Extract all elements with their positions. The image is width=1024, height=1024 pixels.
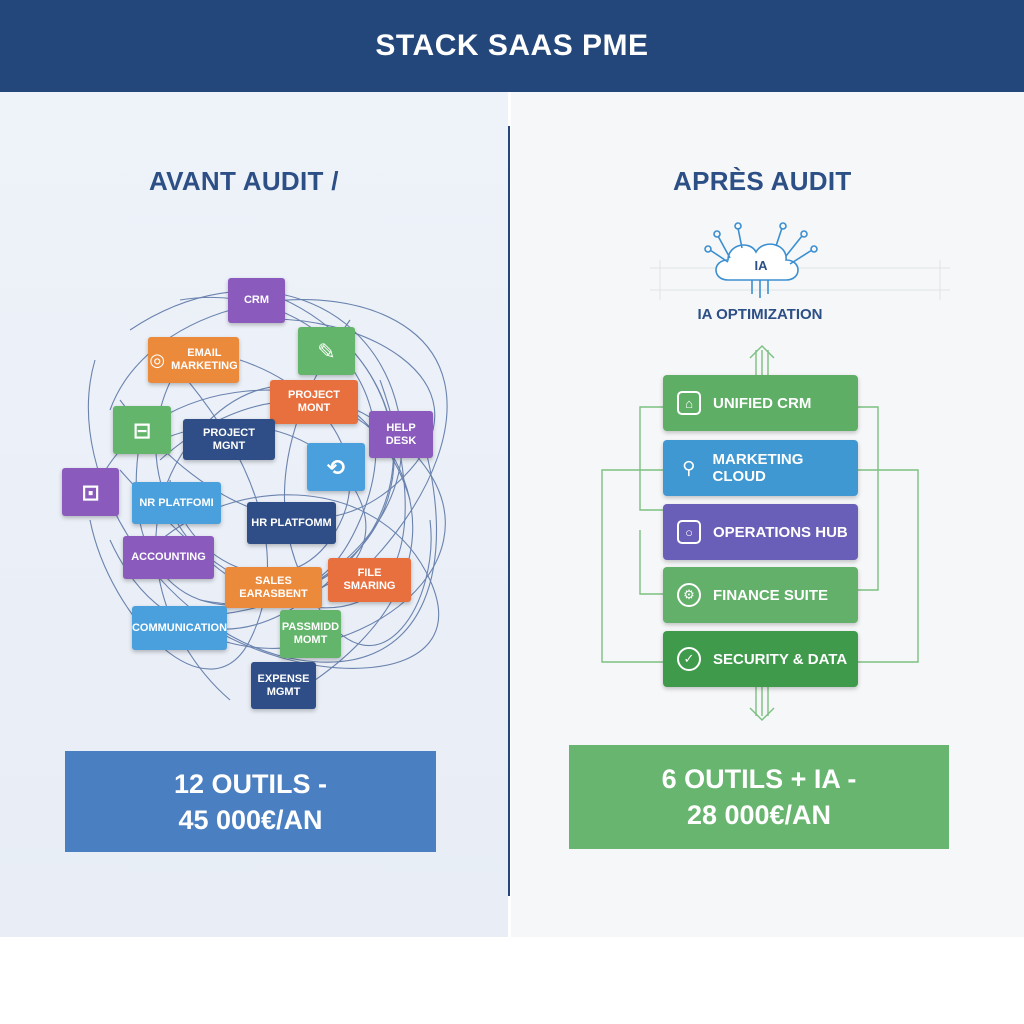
tool-sales-earasbent: SALES EARASBENT [225,567,322,608]
before-title: AVANT AUDIT / [149,166,339,196]
tool-project-mgnt: PROJECT MGNT [183,419,275,460]
target-icon: ◎ [149,350,166,370]
tool-chat: ⊟ [113,406,171,454]
edit-icon: ✎ [317,338,336,364]
stack-finance-suite: ⚙ FINANCE SUITE [663,567,858,623]
ia-optimization-label: IA OPTIMIZATION [697,306,823,323]
tool-expense-mgmt: EXPENSE MGMT [251,662,316,709]
sync-icon: ⟲ [326,454,346,480]
tool-password-mgmt: PASSMIDD MOMT [280,610,341,658]
stack-security-data: ✓ SECURITY & DATA [663,631,858,687]
tool-sync: ⟲ [307,443,365,491]
column-divider [508,126,510,896]
after-summary-cost: 28 000€/AN [686,800,832,830]
page-title: STACK SAAS PME [375,29,649,62]
check-circle-icon: ✓ [677,647,701,671]
box-icon: ⊡ [81,479,100,505]
tool-email-marketing: ◎EMAIL MARKETING [148,337,239,383]
after-summary-tools: 6 OUTILS + IA - [661,764,857,794]
chat-icon: ⊟ [132,417,152,443]
before-summary: 12 OUTILS - 45 000€/AN [65,751,436,852]
after-title: APRÈS AUDIT [673,166,852,196]
stack-marketing-cloud: ⚲ MARKETING CLOUD [663,440,858,496]
tool-edit: ✎ [298,327,355,375]
tool-communication: COMMUNICATION [132,606,227,650]
tool-box: ⊡ [62,468,119,516]
stack-operations-hub: ○ OPERATIONS HUB [663,504,858,560]
tool-project-mont: PROJECT MONT [270,380,358,424]
camera-icon: ○ [677,520,701,544]
before-summary-tools: 12 OUTILS - [173,768,328,799]
lamp-icon: ⚲ [682,457,696,478]
tool-help-desk: HELP DESK [369,411,433,458]
stack-unified-crm: ⌂ UNIFIED CRM [663,375,858,431]
tool-hr-platform: HR PLATFOMM [247,502,336,544]
settings-icon: ⚙ [677,583,701,607]
page-header: STACK SAAS PME [0,0,1024,92]
ai-cloud-icon [704,222,818,298]
tool-accounting: ACCOUNTING [123,536,214,579]
crm-icon: ⌂ [677,391,701,415]
ai-cloud-text: IA [754,258,768,273]
tool-crm: CRM [228,278,285,323]
tool-file-sharing: FILE SMARING [328,558,411,602]
tool-nr-platform: NR PLATFOMI [132,482,221,524]
before-summary-cost: 45 000€/AN [178,804,323,835]
page-footer [0,937,1024,1024]
after-summary: 6 OUTILS + IA - 28 000€/AN [569,745,949,849]
